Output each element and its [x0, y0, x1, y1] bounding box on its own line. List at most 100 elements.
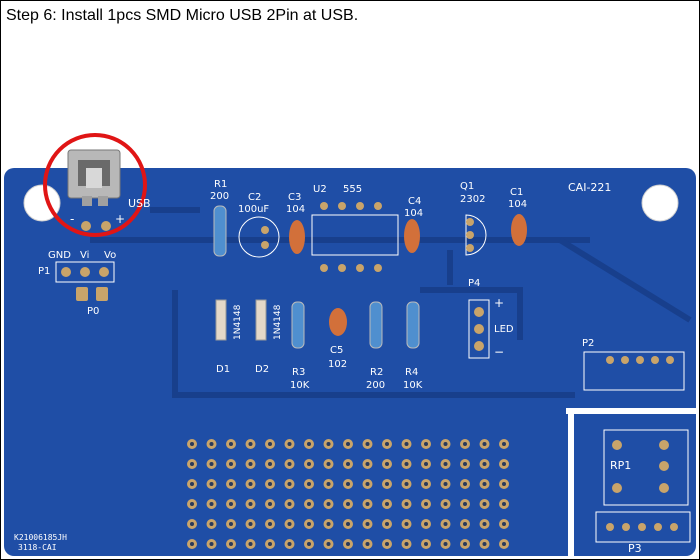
resistor-r3	[291, 301, 305, 349]
label-c3-val: 104	[286, 204, 305, 215]
proto-pad-hole	[463, 502, 467, 506]
proto-pad-hole	[190, 542, 194, 546]
proto-pad-hole	[229, 442, 233, 446]
proto-pad-hole	[287, 502, 292, 506]
capacitor-c1	[511, 214, 527, 246]
label-u2-val: 555	[343, 184, 362, 195]
proto-pad-hole	[248, 482, 253, 486]
proto-pad-hole	[502, 542, 506, 546]
label-p4-minus: −	[494, 345, 504, 359]
proto-pad-hole	[268, 482, 272, 486]
label-c2: C2	[248, 192, 261, 203]
diode-d1	[215, 299, 227, 341]
label-r3: R3	[292, 367, 305, 378]
prototype-pad-grid	[187, 439, 509, 549]
proto-pad-hole	[209, 542, 214, 546]
proto-pad-hole	[248, 442, 253, 446]
label-u2: U2	[313, 184, 327, 195]
proto-pad-hole	[365, 522, 370, 526]
proto-pad-hole	[307, 442, 311, 446]
label-led: LED	[494, 324, 514, 335]
label-r2: R2	[370, 367, 383, 378]
diode-d2	[255, 299, 267, 341]
proto-pad-hole	[307, 502, 311, 506]
label-vi: Vi	[80, 250, 89, 261]
proto-pad-hole	[502, 482, 506, 486]
label-c3: C3	[288, 192, 301, 203]
proto-pad-hole	[229, 502, 233, 506]
label-c4-val: 104	[404, 208, 423, 219]
label-r4: R4	[405, 367, 418, 378]
proto-pad-hole	[424, 462, 428, 466]
proto-pad-hole	[424, 522, 428, 526]
proto-pad-hole	[209, 442, 214, 446]
proto-pad-hole	[463, 462, 467, 466]
capacitor-c2-outline	[238, 216, 280, 258]
p0-pads	[76, 287, 108, 301]
label-d1: D1	[216, 364, 230, 375]
proto-pad-hole	[229, 482, 233, 486]
proto-pad-hole	[307, 482, 311, 486]
proto-pad-hole	[326, 482, 331, 486]
proto-pad-hole	[346, 442, 350, 446]
proto-pad-hole	[209, 522, 214, 526]
label-vo: Vo	[104, 250, 116, 261]
proto-pad-hole	[424, 542, 428, 546]
proto-pad-hole	[502, 522, 506, 526]
proto-pad-hole	[229, 542, 233, 546]
proto-pad-hole	[248, 542, 253, 546]
proto-pad-hole	[229, 522, 233, 526]
proto-pad-hole	[385, 462, 389, 466]
proto-pad-hole	[326, 462, 331, 466]
label-usb: USB	[128, 197, 151, 210]
proto-pad-hole	[307, 462, 311, 466]
board-code-1: K21006185JH	[14, 533, 67, 542]
proto-pad-hole	[404, 482, 409, 486]
board-model-label: CAI-221	[568, 181, 611, 194]
proto-pad-hole	[482, 522, 487, 526]
mounting-hole	[641, 184, 679, 222]
p2-pads	[606, 356, 674, 364]
label-c2-val: 100uF	[238, 204, 269, 215]
label-q1-val: 2302	[460, 194, 485, 205]
label-p3: P3	[628, 542, 642, 555]
label-p1: P1	[38, 266, 50, 277]
proto-pad-hole	[268, 442, 272, 446]
proto-pad-hole	[385, 542, 389, 546]
proto-pad-hole	[424, 482, 428, 486]
board-code-2: 3118-CAI	[18, 543, 57, 552]
proto-pad-hole	[443, 482, 448, 486]
resistor-r1	[213, 205, 227, 257]
transistor-q1-outline	[465, 214, 487, 256]
label-d1-val: 1N4148	[233, 304, 243, 340]
label-r4-val: 10K	[403, 380, 423, 391]
proto-pad-hole	[248, 462, 253, 466]
label-r1-val: 200	[210, 191, 229, 202]
proto-pad-hole	[287, 442, 292, 446]
p2-outline	[583, 351, 685, 391]
usb-highlight-circle	[43, 133, 147, 237]
proto-pad-hole	[268, 462, 272, 466]
proto-pad-hole	[385, 442, 389, 446]
proto-pad-hole	[268, 502, 272, 506]
proto-pad-hole	[443, 542, 448, 546]
resistor-r2	[369, 301, 383, 349]
proto-pad-hole	[287, 482, 292, 486]
proto-pad-hole	[385, 502, 389, 506]
ic-u2-pads	[320, 202, 382, 272]
label-r1: R1	[214, 179, 227, 190]
label-gnd: GND	[48, 250, 71, 261]
rp1-pads	[612, 440, 669, 493]
pcb-cut-line	[566, 408, 696, 414]
proto-pad-hole	[443, 502, 448, 506]
proto-pad-hole	[326, 542, 331, 546]
proto-pad-hole	[443, 462, 448, 466]
proto-pad-hole	[287, 542, 292, 546]
proto-pad-hole	[443, 442, 448, 446]
proto-pad-hole	[463, 482, 467, 486]
proto-pad-hole	[404, 522, 409, 526]
proto-pad-hole	[404, 462, 409, 466]
proto-pad-hole	[365, 482, 370, 486]
proto-pad-hole	[268, 522, 272, 526]
